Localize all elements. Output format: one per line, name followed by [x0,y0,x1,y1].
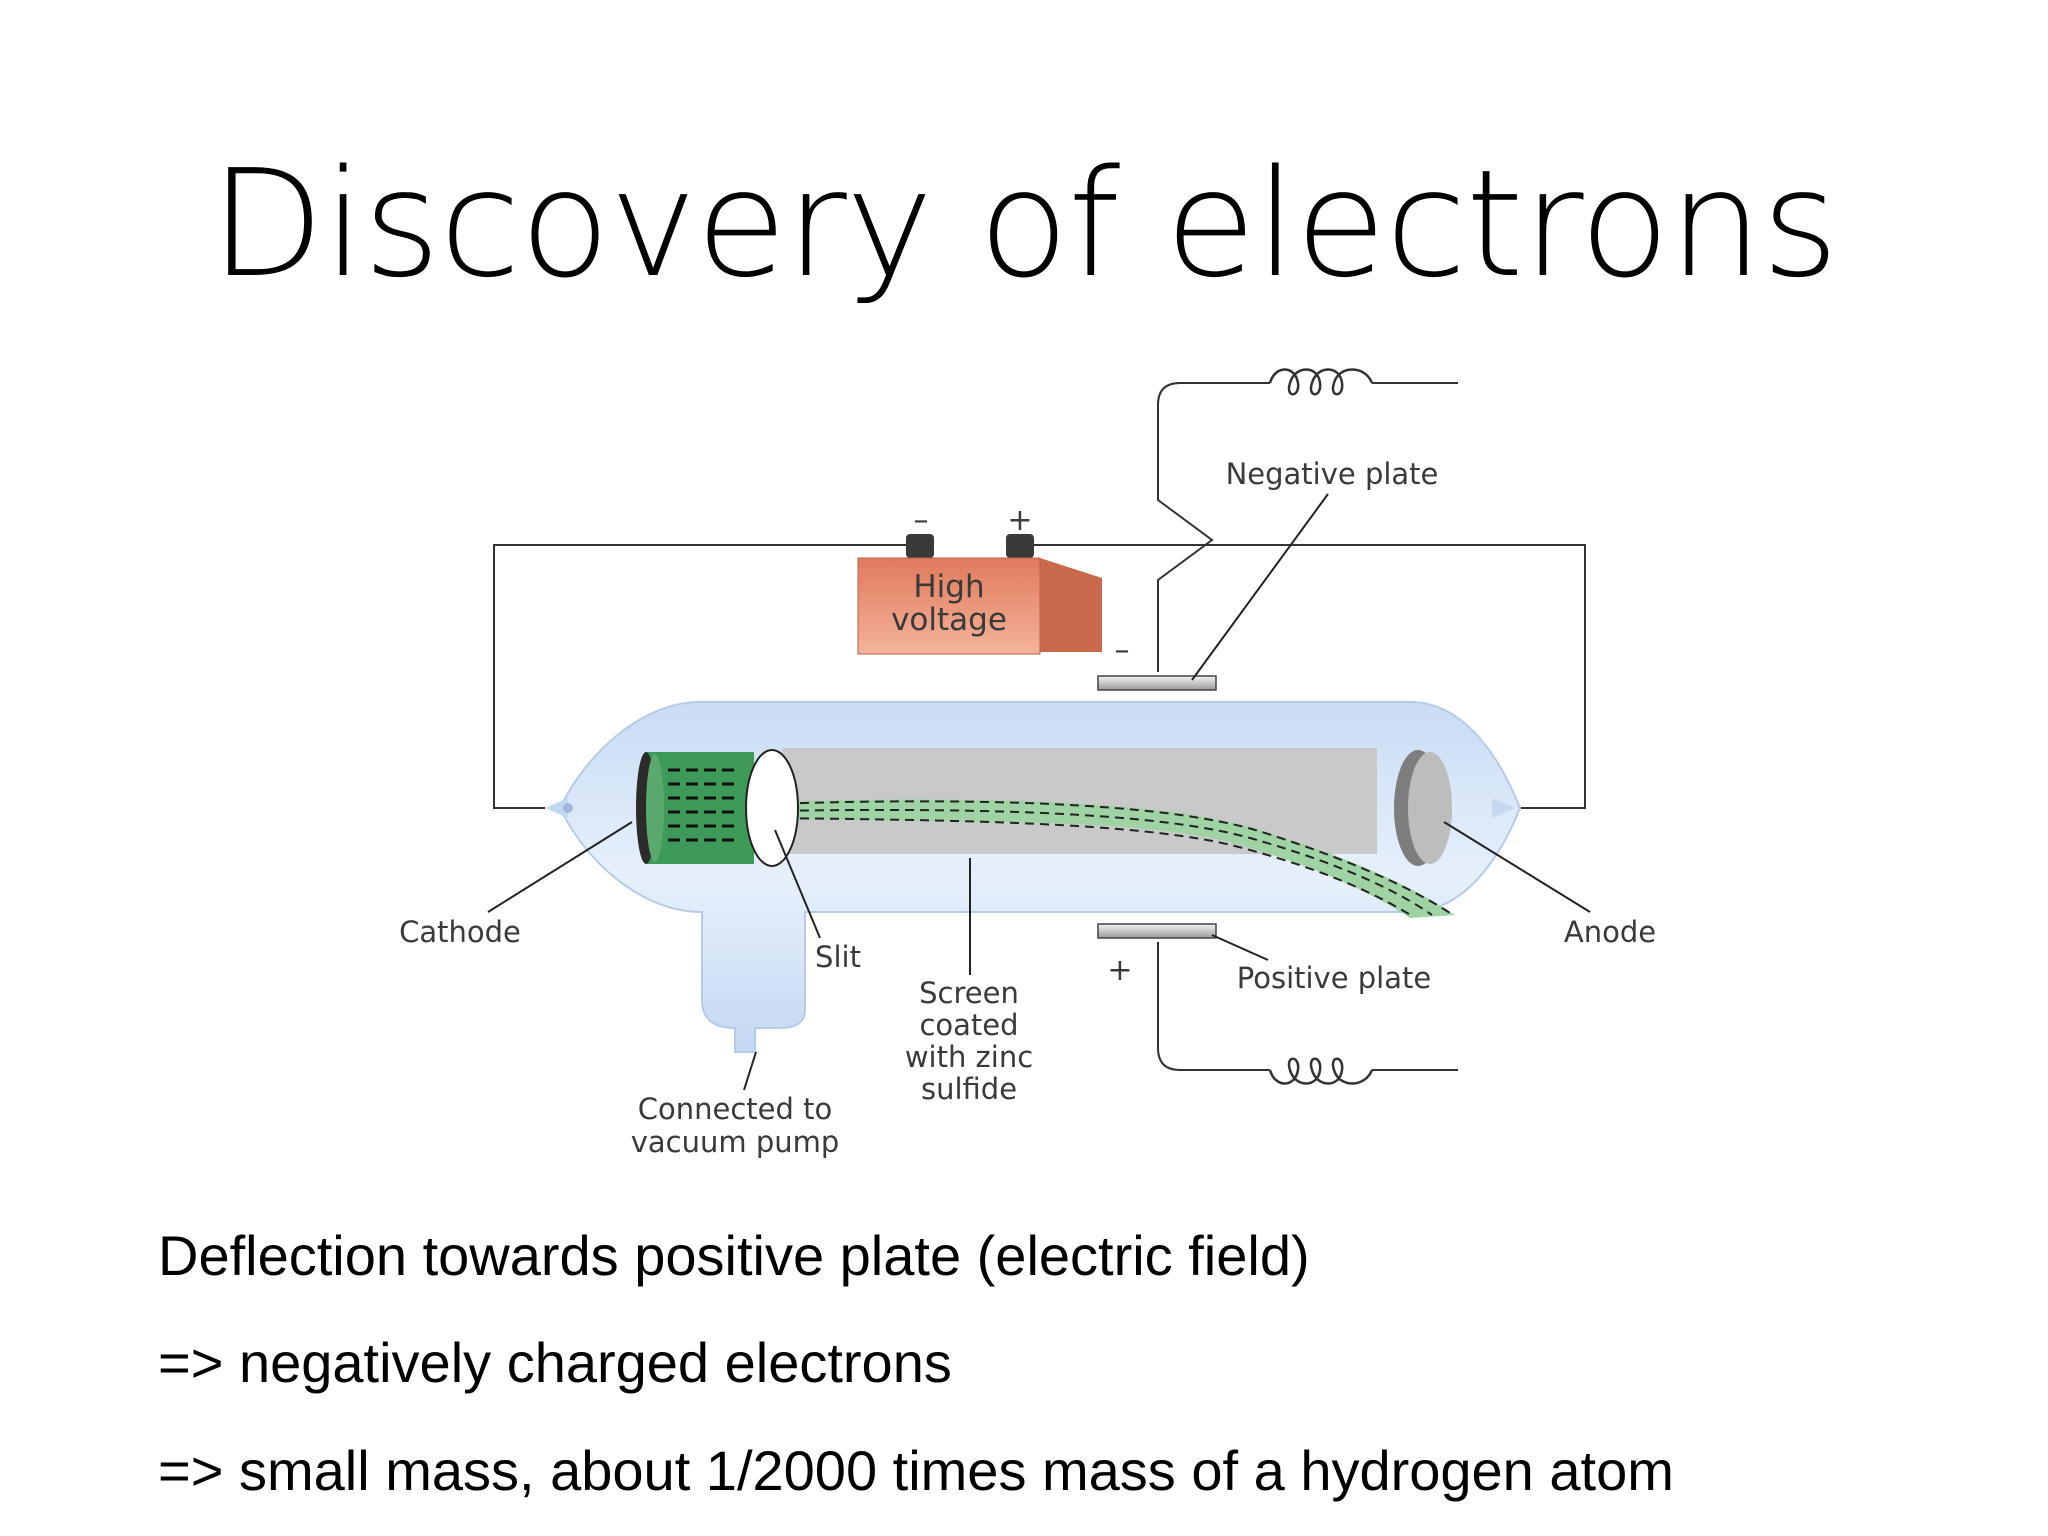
negative-plate-sign: – [1115,633,1130,668]
cathode [636,752,754,864]
positive-plate-label: Positive plate [1237,961,1431,995]
anode [1394,750,1452,866]
positive-plate-sign: + [1107,953,1132,988]
high-voltage-battery: High voltage – + [857,503,1102,655]
leader-lines [487,493,1591,1091]
bullet-deflection: Deflection towards positive plate (elect… [158,1224,1310,1287]
screen-label-line1: Screen [919,976,1019,1010]
anode-label: Anode [1564,915,1656,949]
pump-label-line2: vacuum pump [631,1125,840,1159]
bullet-negative-charge: => negatively charged electrons [158,1331,952,1394]
battery-label-high: High [913,569,984,605]
coil-icon [1268,1057,1374,1085]
slide-title: Discovery of electrons [210,138,1839,310]
bullet-small-mass: => small mass, about 1/2000 times mass o… [158,1439,1674,1502]
pump-label-line1: Connected to [638,1092,833,1126]
electron-beam [769,799,1455,918]
battery-plus-sign: + [1007,503,1032,538]
slit-disk [745,749,799,867]
negative-plate [1097,675,1217,691]
screen-label-line2: coated [919,1008,1018,1042]
battery-minus-sign: – [914,503,929,538]
screen-label-line4: sulfide [921,1072,1017,1106]
positive-plate [1097,923,1217,939]
negative-plate-label: Negative plate [1226,457,1439,491]
cathode-label: Cathode [399,915,521,949]
slit-label: Slit [815,940,861,974]
battery-label-voltage: voltage [891,602,1007,638]
coil-icon [1268,368,1374,396]
screen-label-line3: with zinc [905,1040,1033,1074]
